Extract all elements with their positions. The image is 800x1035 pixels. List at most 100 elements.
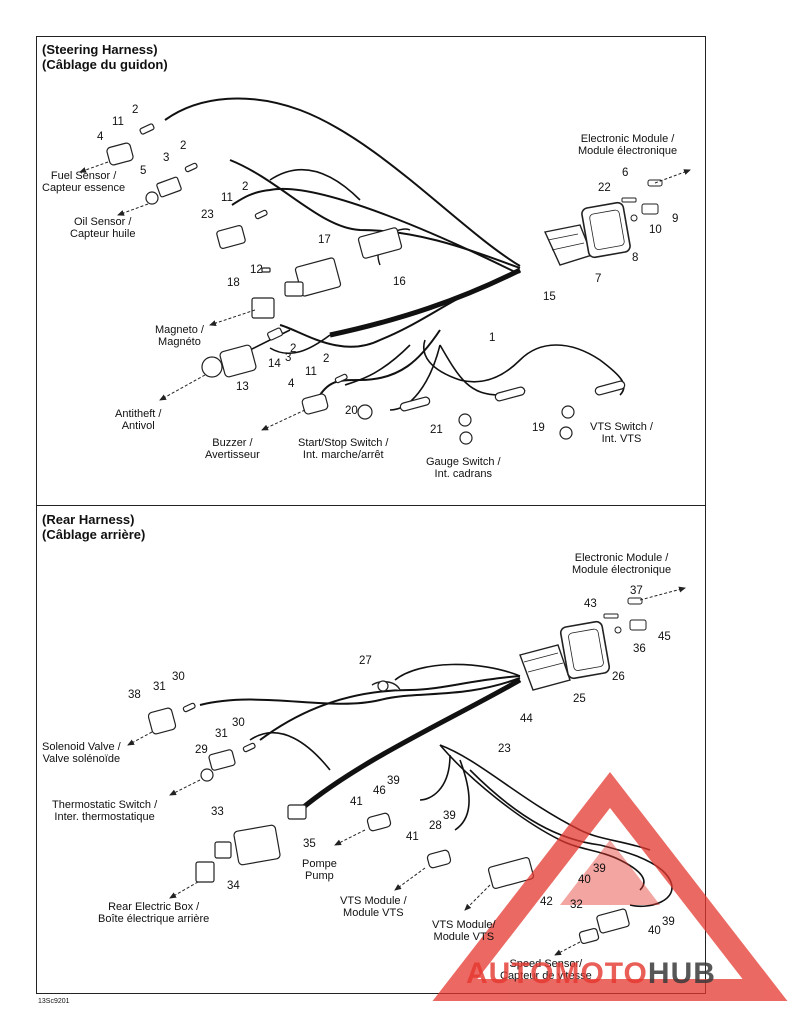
part-number: 23 — [498, 743, 511, 755]
part-number: 15 — [543, 291, 556, 303]
part-number: 34 — [227, 880, 240, 892]
part-number: 29 — [195, 744, 208, 756]
steering-title-en: (Steering Harness) — [42, 42, 158, 57]
part-number: 32 — [570, 899, 583, 911]
part-number: 44 — [520, 713, 533, 725]
part-number: 10 — [649, 224, 662, 236]
part-number: 2 — [180, 140, 187, 152]
part-number: 39 — [443, 810, 456, 822]
label-magneto: Magneto / Magnéto — [155, 324, 204, 348]
part-number: 4 — [97, 131, 104, 143]
part-number: 42 — [540, 896, 553, 908]
part-number: 30 — [232, 717, 245, 729]
part-number: 8 — [632, 252, 639, 264]
steering-components — [106, 123, 626, 445]
label-antitheft: Antitheft / Antivol — [115, 408, 162, 432]
part-number: 1 — [489, 332, 496, 344]
part-number: 39 — [593, 863, 606, 875]
label-steer-electronic-module: Electronic Module / Module électronique — [578, 133, 678, 157]
part-number: 11 — [112, 116, 124, 128]
rear-arrows — [127, 731, 581, 956]
part-number: 9 — [672, 213, 679, 225]
part-number: 3 — [163, 152, 170, 164]
label-vts-switch: VTS Switch / Int. VTS — [590, 421, 653, 445]
part-number: 5 — [140, 165, 147, 177]
part-number: 14 — [268, 358, 281, 370]
part-number: 31 — [215, 728, 228, 740]
part-number: 39 — [387, 775, 400, 787]
steering-wires — [164, 97, 625, 411]
part-number: 20 — [345, 405, 358, 417]
watermark-text-c: HUB — [647, 957, 716, 990]
part-number: 3 — [285, 352, 292, 364]
label-start-stop-switch: Start/Stop Switch / Int. marche/arrêt — [298, 437, 389, 461]
part-number: 7 — [595, 273, 602, 285]
section-divider — [36, 505, 706, 506]
label-speed-sensor: Speed Sensor/ Capteur de vitesse — [500, 958, 592, 982]
part-number: 2 — [242, 181, 249, 193]
part-number: 43 — [584, 598, 597, 610]
label-pump: Pompe Pump — [302, 858, 337, 882]
watermark-text-a: AUTO — [466, 957, 555, 990]
part-number: 11 — [305, 366, 317, 378]
part-number: 23 — [201, 209, 214, 221]
part-number: 2 — [290, 343, 297, 355]
part-number: 36 — [633, 643, 646, 655]
part-number: 19 — [532, 422, 545, 434]
part-number: 4 — [288, 378, 295, 390]
steering-title: (Steering Harness) (Câblage du guidon) — [42, 42, 168, 72]
rear-module-connector — [519, 620, 611, 691]
part-number: 17 — [318, 234, 331, 246]
part-number: 11 — [221, 192, 233, 204]
label-solenoid-valve: Solenoid Valve / Valve solénoïde — [42, 741, 121, 765]
label-fuel-sensor: Fuel Sensor / Capteur essence — [42, 170, 126, 194]
part-number: 41 — [350, 796, 363, 808]
part-number: 12 — [250, 264, 263, 276]
part-number: 31 — [153, 681, 166, 693]
rear-title-fr: (Câblage arrière) — [42, 527, 146, 542]
part-number: 41 — [406, 831, 419, 843]
part-number: 33 — [211, 806, 224, 818]
part-number: 40 — [648, 925, 661, 937]
rear-module-pins — [603, 597, 647, 634]
watermark-text: AUTOMOTOHUB — [466, 957, 716, 991]
rear-title-en: (Rear Harness) — [42, 512, 135, 527]
part-number: 30 — [172, 671, 185, 683]
steering-module-connector — [543, 201, 631, 266]
part-number: 26 — [612, 671, 625, 683]
watermark-text-b: MOTO — [554, 957, 648, 990]
part-number: 40 — [578, 874, 591, 886]
steering-title-fr: (Câblage du guidon) — [42, 57, 168, 72]
steering-module-pins — [621, 179, 663, 222]
label-buzzer: Buzzer / Avertisseur — [205, 437, 260, 461]
part-number: 45 — [658, 631, 671, 643]
part-number: 35 — [303, 838, 316, 850]
part-number: 46 — [373, 785, 386, 797]
part-number: 16 — [393, 276, 406, 288]
part-number: 39 — [662, 916, 675, 928]
part-number: 2 — [323, 353, 330, 365]
part-number: 21 — [430, 424, 443, 436]
rear-title: (Rear Harness) (Câblage arrière) — [42, 512, 145, 542]
part-number: 25 — [573, 693, 586, 705]
label-vts-module-2: VTS Module/ Module VTS — [432, 919, 496, 943]
part-number: 2 — [132, 104, 139, 116]
footer-code: 13Sc9201 — [38, 998, 70, 1005]
rear-components — [147, 680, 630, 945]
label-thermostatic-switch: Thermostatic Switch / Inter. thermostati… — [52, 799, 158, 823]
part-number: 38 — [128, 689, 141, 701]
part-number: 22 — [598, 182, 611, 194]
steering-arrows — [79, 161, 306, 431]
label-gauge-switch: Gauge Switch / Int. cadrans — [426, 456, 501, 480]
label-rear-electric-box: Rear Electric Box / Boîte électrique arr… — [98, 901, 210, 925]
label-rear-electronic-module: Electronic Module / Module électronique — [572, 552, 672, 576]
label-oil-sensor: Oil Sensor / Capteur huile — [70, 216, 136, 240]
diagram-frame — [36, 36, 706, 994]
part-number: 28 — [429, 820, 442, 832]
part-number: 18 — [227, 277, 240, 289]
part-number: 27 — [359, 655, 372, 667]
part-number: 6 — [622, 167, 629, 179]
watermark-logo — [432, 772, 788, 1001]
label-vts-module-1: VTS Module / Module VTS — [340, 895, 407, 919]
